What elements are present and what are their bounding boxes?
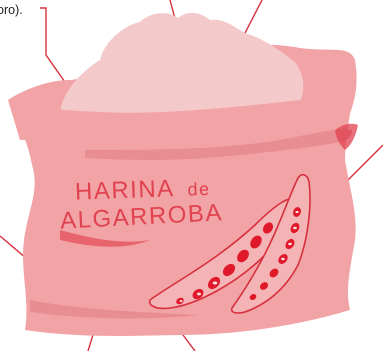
flour-mound <box>60 13 303 116</box>
caption-fragment: oro). <box>0 3 23 17</box>
